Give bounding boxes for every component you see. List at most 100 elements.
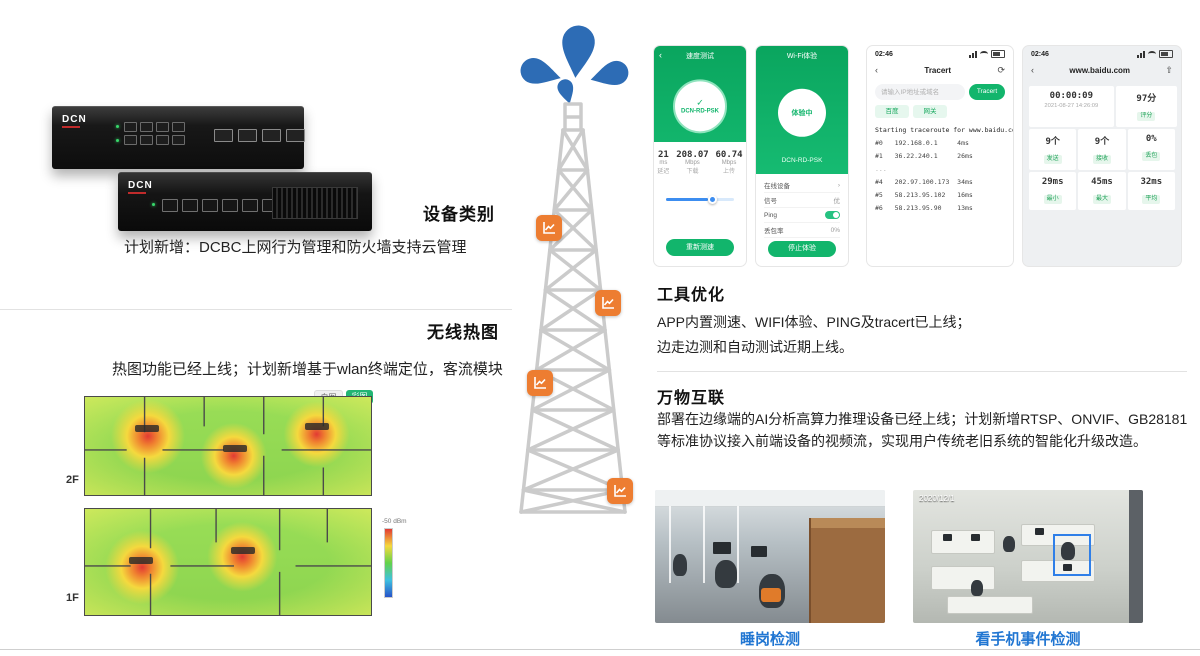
network-name: DCN-RD-PSK: [781, 157, 823, 164]
min-cell: 29ms 最小: [1029, 172, 1077, 210]
device-section-description: 计划新增：DCBC上网行为管理和防火墙支持云管理: [124, 239, 467, 256]
wifi-title: Wi-Fi体验: [786, 53, 818, 60]
heatmap-section-description: 热图功能已经上线；计划新增基于wlan终端定位，客流模块: [112, 361, 503, 378]
milestone-badge-2: [595, 290, 621, 316]
milestone-badge-1: [536, 215, 562, 241]
report-cells: 00:00:09 2021-08-27 14:26:09 97分 评分 9个 发…: [1023, 80, 1181, 218]
company-logo: [520, 25, 629, 104]
camera-snapshot-sleep-detection: [655, 490, 885, 623]
signal-icon: [969, 50, 977, 58]
speed-slider[interactable]: [666, 195, 734, 204]
back-icon[interactable]: ‹: [659, 50, 662, 60]
retest-button[interactable]: 重新测速: [666, 239, 734, 256]
monitor: [1035, 528, 1044, 535]
hop-row: ...: [875, 165, 887, 173]
hop-row: #6 58.213.95.90 13ms: [875, 204, 973, 212]
tools-line-1: APP内置测速、WIFI体验、PING及tracert已上线；: [657, 314, 971, 330]
person: [673, 554, 687, 576]
chevron-icon: ›: [837, 181, 840, 189]
loss-cell: 0% 丢包: [1127, 129, 1175, 170]
hop-row: #0 192.168.0.1 4ms: [875, 139, 969, 147]
glass-frame: [669, 506, 671, 583]
floor-label-2f: 2F: [66, 474, 79, 486]
tracert-output: Starting traceroute for www.baidu.com #0…: [867, 122, 1013, 217]
nav-bar: ‹ www.baidu.com ⇧: [1023, 60, 1181, 80]
battery-icon: [991, 50, 1005, 58]
legend-label: -50 dBm: [382, 518, 407, 525]
tracert-button[interactable]: Tracert: [969, 84, 1005, 100]
back-icon[interactable]: ‹: [1031, 65, 1034, 75]
list-row-loss: 丢包率 0%: [764, 223, 840, 238]
person: [715, 560, 737, 588]
wifi-metric-list: 在线设备 › 信号 优 Ping 丢包率 0%: [756, 174, 848, 238]
host-input[interactable]: [875, 84, 965, 100]
monitor: [971, 534, 980, 541]
stat-upload: 60.74 Mbps 上传: [715, 150, 743, 175]
dcn-logo: DCN: [62, 114, 87, 128]
phone-screenshot-ping-report: 02:46 ‹ www.baidu.com ⇧ 00:00:09 2021-08…: [1022, 45, 1182, 267]
list-row-devices[interactable]: 在线设备 ›: [764, 178, 840, 193]
status-bar: 02:46: [867, 46, 1013, 60]
clock: 02:46: [875, 50, 893, 58]
sent-cell: 9个 发送: [1029, 129, 1077, 170]
tracert-input-row: Tracert: [867, 80, 1013, 104]
ethernet-ports: [124, 122, 185, 145]
sfp-ports: [214, 129, 305, 142]
wifi-heatmap-panel: 白图 彩图 热点显示 2F 1F -50 dBm: [62, 386, 408, 628]
experience-circle-button[interactable]: 体验中: [778, 88, 826, 137]
status-led: [116, 139, 119, 142]
speedtest-result-circle: ✓ DCN-RD-PSK: [673, 79, 727, 134]
max-cell: 45ms 最大: [1078, 172, 1126, 210]
pill-gateway[interactable]: 网关: [913, 105, 947, 118]
back-icon[interactable]: ‹: [875, 65, 878, 75]
speedtest-stats: 21 ms 延迟 208.07 Mbps 下载 60.74 Mbps 上传: [654, 150, 746, 175]
stat-download: 208.07 Mbps 下载: [676, 150, 709, 175]
floor-plan-1f: [84, 508, 372, 616]
floor-label-1f: 1F: [66, 592, 79, 604]
tools-section-heading: 工具优化: [657, 287, 726, 304]
camera-timestamp: 2020/12/1: [919, 494, 955, 503]
orange-vest: [761, 588, 781, 602]
bottom-divider: [0, 649, 1200, 650]
glass-frame: [737, 506, 739, 583]
desk: [931, 566, 995, 590]
pill-baidu[interactable]: 百度: [875, 105, 909, 118]
ceiling: [655, 490, 885, 507]
shelving: [1129, 490, 1143, 623]
milestone-badge-4: [607, 478, 633, 504]
speedtest-title: 速度测试: [686, 53, 714, 60]
signal-legend-bar: [384, 528, 393, 598]
chart-line-icon: [602, 297, 614, 309]
desk: [931, 530, 995, 554]
page-title: Tracert: [924, 65, 952, 75]
list-row-ping: Ping: [764, 208, 840, 223]
network-device-photo-2: DCN: [118, 172, 372, 231]
glass-frame: [703, 506, 705, 583]
caption-phone-detection: 看手机事件检测: [975, 631, 1081, 648]
status-bar: 02:46: [1023, 46, 1181, 60]
list-row-signal: 信号 优: [764, 193, 840, 208]
refresh-icon[interactable]: ⟳: [997, 64, 1005, 75]
monitor: [751, 546, 767, 557]
monitor: [1063, 564, 1072, 571]
page-title: www.baidu.com: [1069, 65, 1131, 75]
iot-section-description: 部署在边缘端的AI分析高算力推理设备已经上线；计划新增RTSP、ONVIF、GB…: [657, 411, 1188, 449]
ap-label-chip: [129, 557, 153, 564]
network-name: DCN-RD-PSK: [681, 108, 719, 115]
ap-label-chip: [231, 547, 255, 554]
person: [1061, 542, 1075, 560]
wifi-icon: [1148, 51, 1156, 57]
monitor: [943, 534, 952, 541]
avg-cell: 32ms 平均: [1127, 172, 1175, 210]
status-icons: [1137, 50, 1173, 58]
signal-icon: [1137, 50, 1145, 58]
chart-line-icon: [534, 377, 546, 389]
person: [1003, 536, 1015, 552]
stop-experience-button[interactable]: 停止体验: [768, 241, 836, 257]
ping-toggle[interactable]: [825, 211, 840, 219]
hop-row: #5 58.213.95.102 16ms: [875, 191, 973, 199]
share-icon[interactable]: ⇧: [1165, 64, 1173, 75]
vent-grille: [272, 187, 358, 219]
network-device-photo-1: DCN: [52, 106, 305, 169]
